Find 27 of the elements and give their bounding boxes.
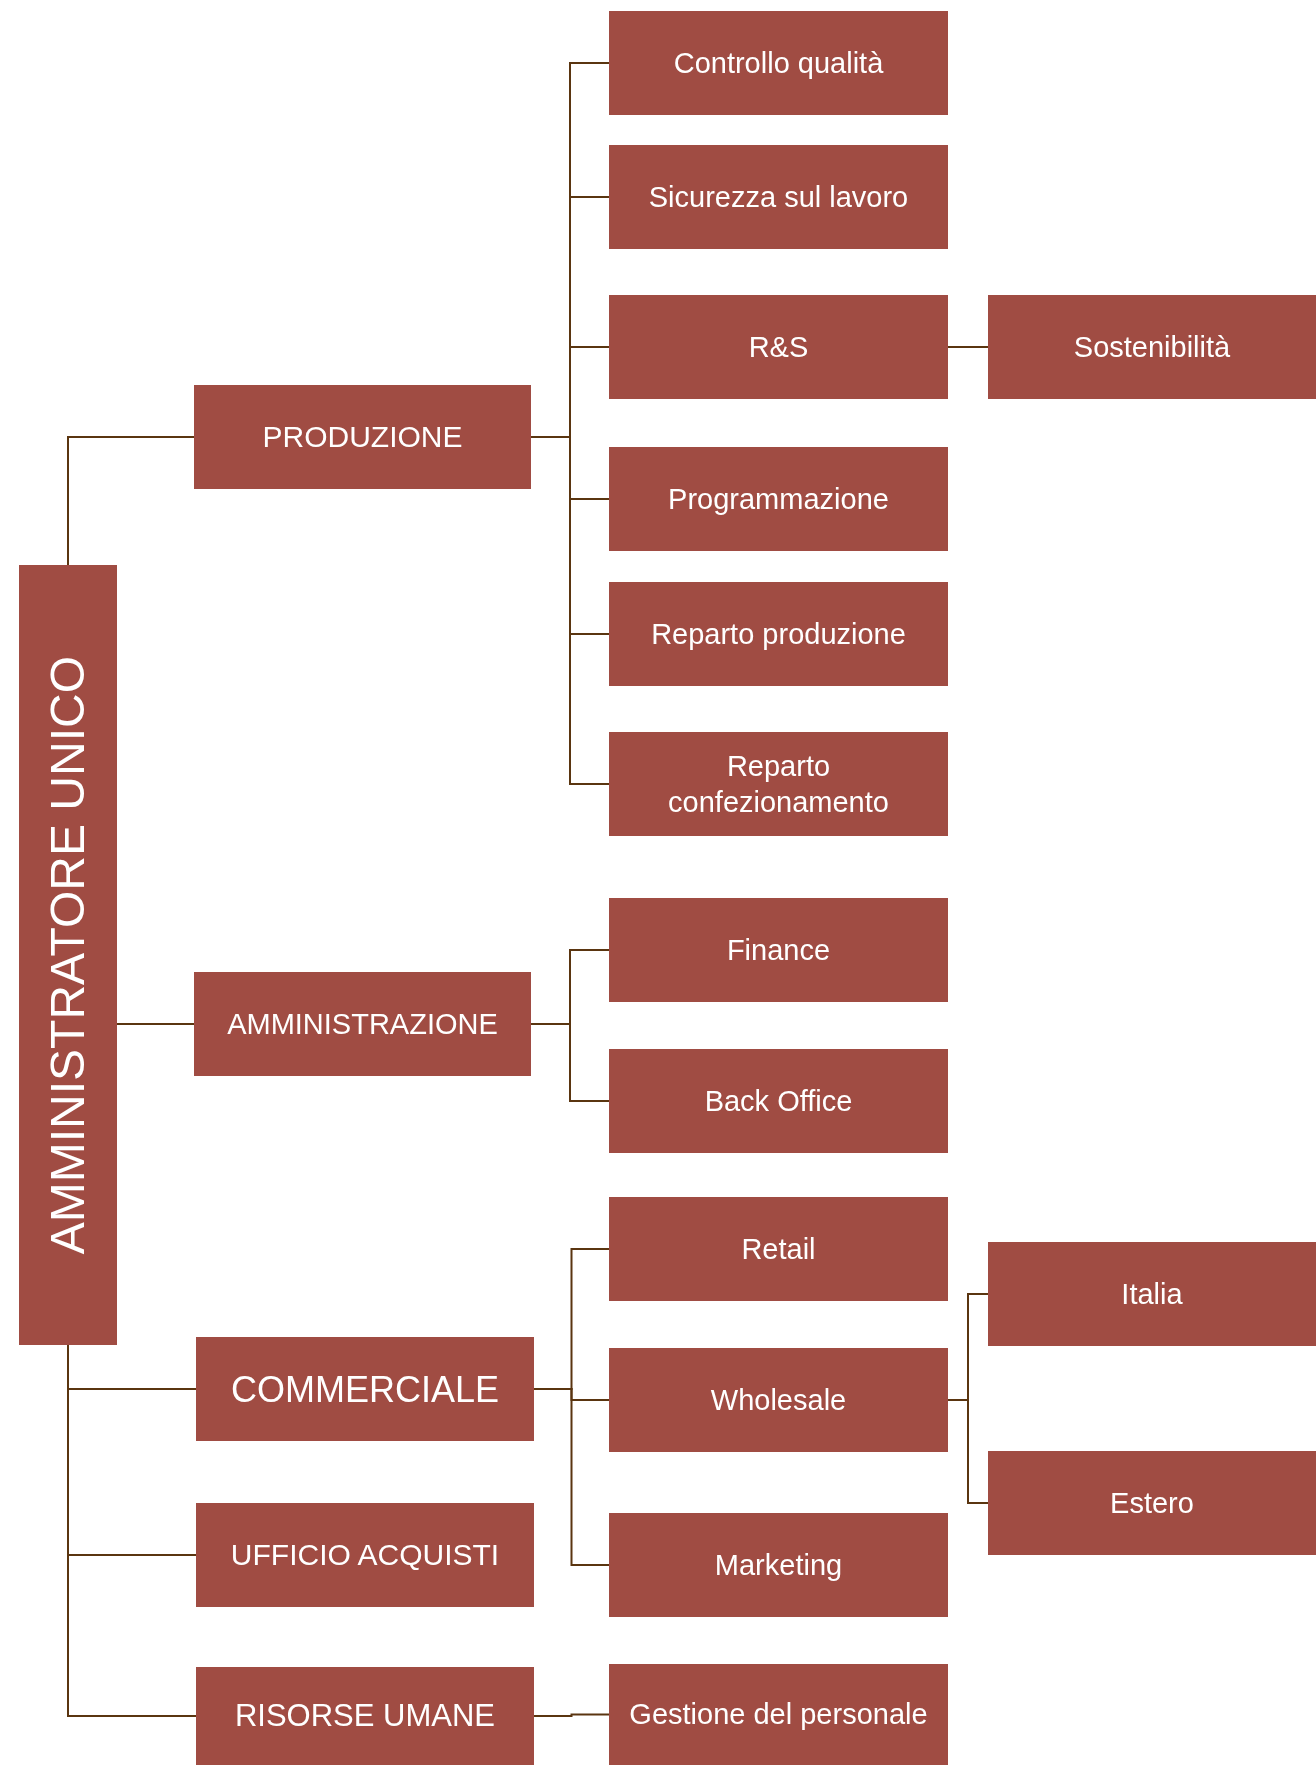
department-box: PRODUZIONE [194, 385, 531, 489]
department-box: Reparto confezionamento [609, 732, 948, 836]
department-box: COMMERCIALE [196, 1337, 534, 1441]
department-box: Estero [988, 1451, 1316, 1555]
department-box: Marketing [609, 1513, 948, 1617]
department-box: RISORSE UMANE [196, 1667, 534, 1765]
department-box: Finance [609, 898, 948, 1002]
department-box: Sicurezza sul lavoro [609, 145, 948, 249]
department-box: Controllo qualità [609, 11, 948, 115]
connector-line [67, 436, 195, 566]
department-box: Gestione del personale [609, 1664, 948, 1765]
department-box: UFFICIO ACQUISTI [196, 1503, 534, 1607]
department-box: R&S [609, 295, 948, 399]
department-box: Sostenibilità [988, 295, 1316, 399]
connector-line [116, 1023, 195, 1025]
connector-line [947, 346, 989, 348]
connector-line [530, 1023, 610, 1102]
department-box: Reparto produzione [609, 582, 948, 686]
department-box: Italia [988, 1242, 1316, 1346]
department-box: Programmazione [609, 447, 948, 551]
department-box: AMMINISTRAZIONE [194, 972, 531, 1076]
root-box: AMMINISTRATORE UNICO [19, 565, 117, 1345]
department-box: Retail [609, 1197, 948, 1301]
connector-line [533, 1388, 610, 1566]
department-box: Back Office [609, 1049, 948, 1153]
connector-line [533, 1713, 610, 1717]
department-box: Wholesale [609, 1348, 948, 1452]
